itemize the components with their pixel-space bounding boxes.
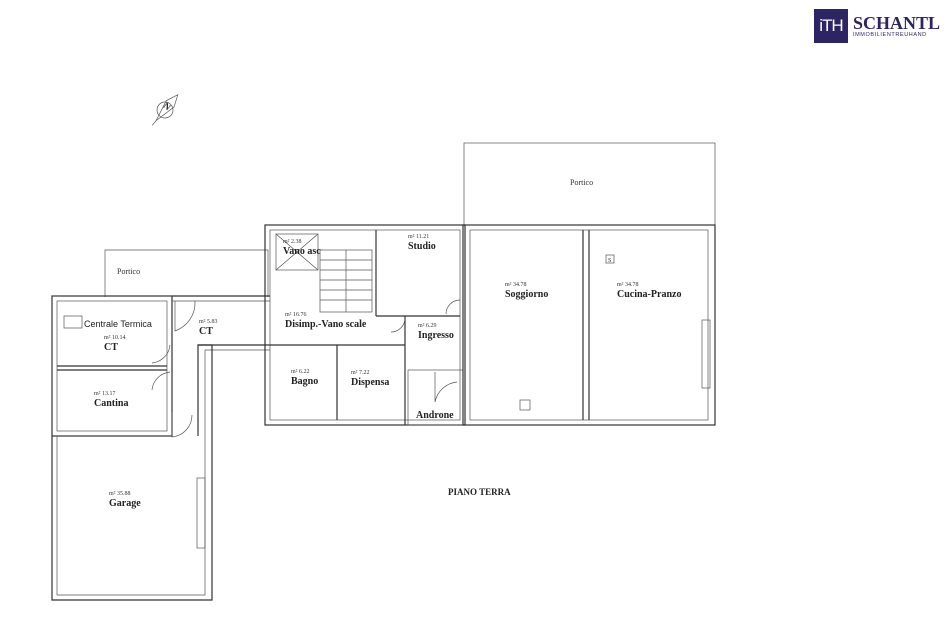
portico-top-label: Portico [570, 178, 593, 187]
boiler-icon [63, 315, 83, 329]
room-name: Vano asc [283, 246, 321, 257]
room-area: m² 10.14 [104, 335, 125, 341]
room-area: m² 6.29 [418, 323, 436, 329]
room-area: m² 35.88 [109, 491, 130, 497]
room-name: CT [104, 342, 118, 353]
plan-title: PIANO TERRA [448, 487, 511, 497]
room-name: Ingresso [418, 330, 454, 341]
room-area: m² 13.17 [94, 391, 115, 397]
room-name: Androne [416, 410, 454, 421]
logo-name: SCHANTL [853, 13, 941, 33]
room-area: m² 11.21 [408, 234, 429, 240]
room-area: m² 2.38 [283, 239, 301, 245]
porticos [104, 142, 716, 297]
walls [51, 224, 716, 601]
room-name: Bagno [291, 376, 318, 387]
portico-left-label: Portico [117, 267, 140, 276]
room-area: m² 34.78 [617, 282, 638, 288]
room-name: Garage [109, 498, 141, 509]
room-name: CT [199, 326, 213, 337]
company-logo: iTH SCHANTL IMMOBILIENTREUHAND [814, 9, 940, 43]
doors [151, 299, 461, 438]
room-area: m² 6.22 [291, 369, 309, 375]
section-marker: S [608, 258, 611, 264]
room-name: Dispensa [351, 377, 389, 388]
logo-subtitle: IMMOBILIENTREUHAND [853, 32, 927, 38]
staircase [319, 249, 373, 313]
room-name: Cantina [94, 398, 128, 409]
compass-icon: N [151, 93, 179, 126]
room-area: m² 16.76 [285, 312, 306, 318]
room-area: m² 34.78 [505, 282, 526, 288]
room-name: Cucina-Pranzo [617, 289, 681, 300]
room-name: Soggiorno [505, 289, 548, 300]
boiler-label: Centrale Termica [84, 319, 152, 329]
room-area: m² 5.83 [199, 319, 217, 325]
logo-mark: iTH [814, 9, 848, 43]
compass-north-label: N [161, 101, 173, 113]
room-10: Androne [416, 410, 454, 421]
room-name: Studio [408, 241, 436, 252]
room-name: Disimp.-Vano scale [285, 319, 367, 330]
room-area: m² 7.22 [351, 370, 369, 376]
